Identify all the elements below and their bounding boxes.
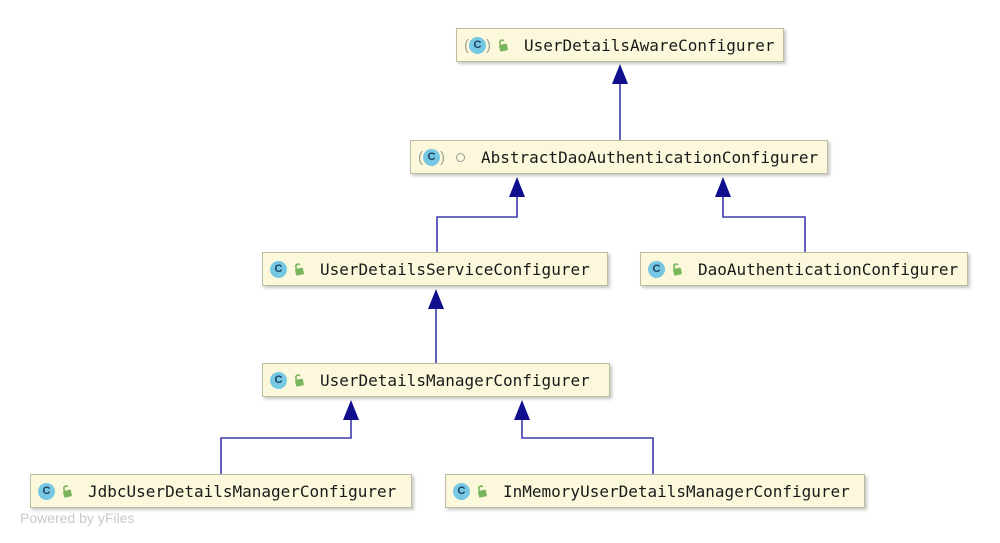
node-in-memory-user-details-manager-configurer[interactable]: C InMemoryUserDetailsManagerConfigurer [445, 474, 865, 508]
class-name-label: UserDetailsServiceConfigurer [320, 259, 590, 279]
class-icon: C [648, 260, 665, 278]
edge-inmemory-to-manager [521, 419, 654, 474]
class-icon: C [423, 148, 440, 166]
powered-by-yfiles-credit: Powered by yFiles [20, 510, 135, 526]
arrowhead-icon [715, 177, 731, 197]
package-private-circle-icon [449, 152, 467, 162]
abstract-paren-right: ) [486, 36, 491, 54]
class-icon: C [469, 36, 486, 54]
abstract-paren-right: ) [440, 148, 445, 166]
abstract-paren-left: ( [464, 36, 469, 54]
class-name-label: UserDetailsManagerConfigurer [320, 370, 590, 390]
public-unlocked-padlock-icon [291, 262, 306, 277]
arrowhead-icon [428, 289, 444, 309]
class-icon-wrap: C [648, 260, 665, 278]
node-user-details-service-configurer[interactable]: C UserDetailsServiceConfigurer [262, 252, 608, 286]
class-icon-wrap: C [270, 371, 287, 389]
class-icon-wrap: C [270, 260, 287, 278]
arrowhead-icon [509, 177, 525, 197]
class-icon: C [270, 260, 287, 278]
arrowhead-icon [612, 64, 628, 84]
edge-jdbc-to-manager [220, 419, 352, 474]
public-unlocked-padlock-icon [495, 38, 510, 53]
class-icon: C [270, 371, 287, 389]
arrowhead-icon [343, 400, 359, 420]
class-icon-wrap: C [453, 482, 470, 500]
class-name-label: UserDetailsAwareConfigurer [524, 35, 775, 55]
node-dao-authentication-configurer[interactable]: C DaoAuthenticationConfigurer [640, 252, 968, 286]
public-unlocked-padlock-icon [59, 484, 74, 499]
class-name-label: DaoAuthenticationConfigurer [698, 259, 959, 279]
class-icon: C [453, 482, 470, 500]
node-user-details-manager-configurer[interactable]: C UserDetailsManagerConfigurer [262, 363, 610, 397]
abstract-paren-left: ( [418, 148, 423, 166]
class-icon-wrap: C [38, 482, 55, 500]
public-unlocked-padlock-icon [291, 373, 306, 388]
class-icon: C [38, 482, 55, 500]
node-abstract-dao-authentication-configurer[interactable]: ( C ) AbstractDaoAuthenticationConfigure… [410, 140, 828, 174]
node-jdbc-user-details-manager-configurer[interactable]: C JdbcUserDetailsManagerConfigurer [30, 474, 412, 508]
abstract-class-icon: ( C ) [418, 148, 445, 166]
edge-service-to-abstractdao [436, 195, 518, 252]
class-name-label: JdbcUserDetailsManagerConfigurer [88, 481, 397, 501]
abstract-class-icon: ( C ) [464, 36, 491, 54]
class-name-label: InMemoryUserDetailsManagerConfigurer [503, 481, 850, 501]
class-name-label: AbstractDaoAuthenticationConfigurer [481, 147, 819, 167]
public-unlocked-padlock-icon [474, 484, 489, 499]
node-user-details-aware-configurer[interactable]: ( C ) UserDetailsAwareConfigurer [456, 28, 784, 62]
public-unlocked-padlock-icon [669, 262, 684, 277]
arrowhead-icon [514, 400, 530, 420]
edge-dao-to-abstractdao [722, 195, 806, 252]
